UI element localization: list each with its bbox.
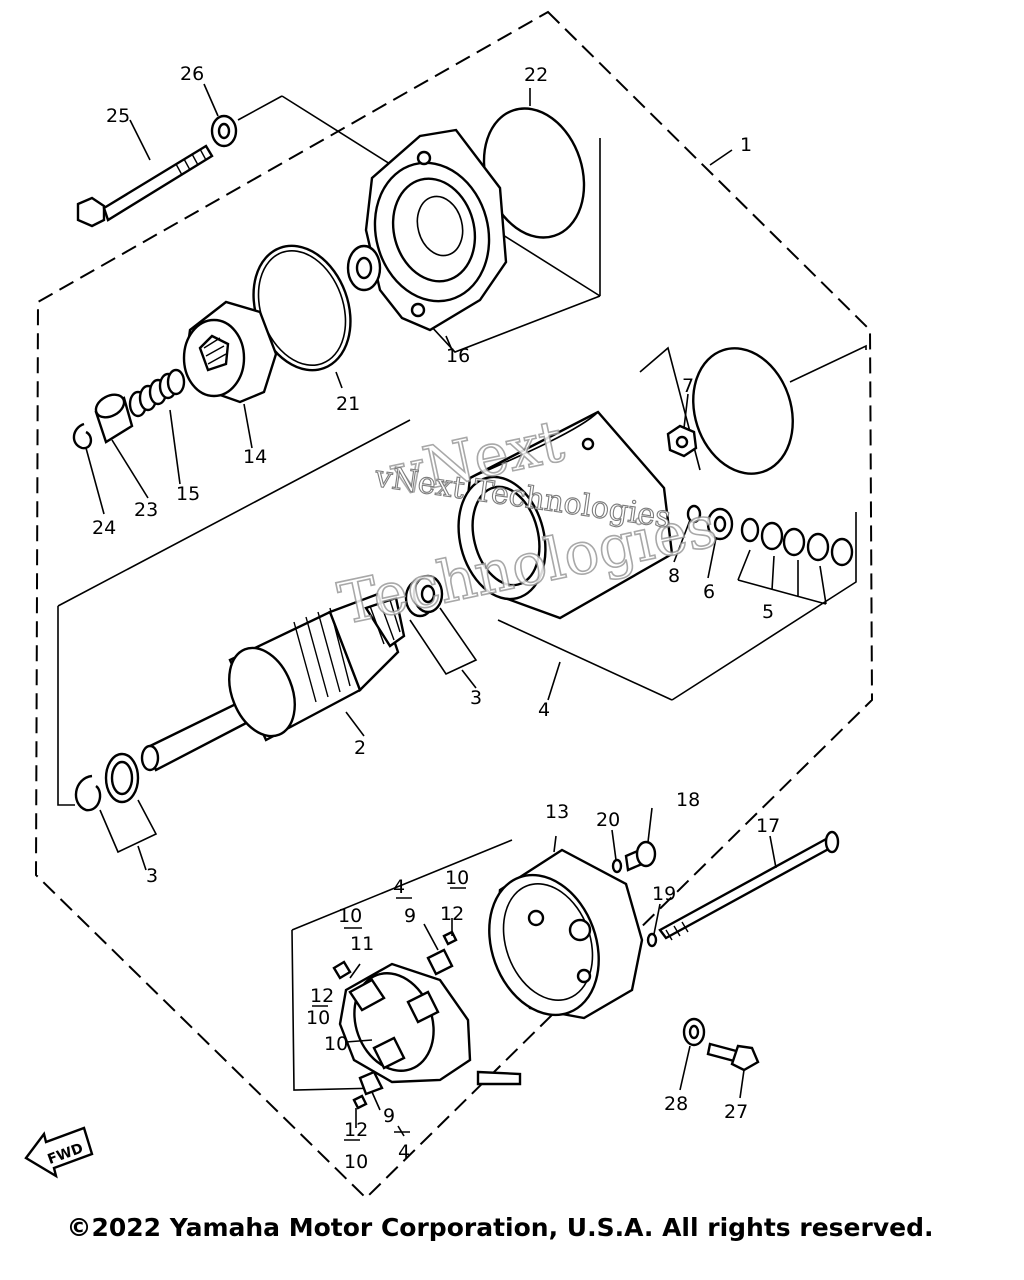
washer-set-5 (737, 517, 854, 605)
callout-11: 11 (350, 933, 374, 955)
yoke-4 (457, 410, 674, 620)
callout-8: 8 (668, 565, 680, 587)
copyright-notice: ©2022 Yamaha Motor Corporation, U.S.A. A… (66, 1213, 934, 1242)
callout-15: 15 (176, 483, 200, 505)
callout-5: 5 (762, 601, 774, 623)
callout-26: 26 (180, 63, 204, 85)
washer-19 (646, 932, 658, 948)
through-bolt-17 (658, 830, 840, 941)
callout-24: 24 (92, 517, 116, 539)
callout-10-a: 10 (445, 867, 469, 889)
callout-6: 6 (703, 581, 715, 603)
forward-arrow-icon: FWD (24, 1126, 94, 1179)
callout-12-c: 12 (344, 1119, 368, 1141)
callout-25: 25 (106, 105, 130, 127)
callout-9-lower: 9 (383, 1105, 395, 1127)
front-cover-16 (364, 128, 508, 332)
leader-lines (85, 83, 777, 1137)
seal-ring (346, 244, 382, 292)
callout-14: 14 (243, 446, 267, 468)
callout-10-c: 10 (306, 1007, 330, 1029)
callout-22: 22 (524, 64, 548, 86)
callout-3-upper: 3 (470, 687, 482, 709)
brush-group-box (291, 839, 513, 1091)
callout-23: 23 (134, 499, 158, 521)
bolt-25 (76, 144, 214, 228)
callout-4: 4 (538, 699, 550, 721)
callout-4-upper: 4 (393, 876, 405, 898)
callout-brackets (312, 887, 466, 1141)
washer-6 (706, 507, 734, 541)
shim-3-lower (74, 752, 158, 854)
washer-26 (210, 114, 238, 148)
bearing-3-upper (404, 574, 478, 676)
spring-15 (128, 368, 186, 418)
collar-23 (94, 393, 134, 444)
callout-10-e: 10 (344, 1151, 368, 1173)
washer-28 (682, 1017, 706, 1047)
bolt-27 (706, 1042, 760, 1072)
callout-12-a: 12 (440, 903, 464, 925)
screw-18 (624, 840, 657, 872)
nut-7 (666, 424, 698, 458)
yoke-group-box (497, 344, 867, 701)
washer-20 (611, 858, 623, 874)
callout-28: 28 (664, 1093, 688, 1115)
callout-7: 7 (682, 375, 694, 397)
callout-10-d: 10 (324, 1033, 348, 1055)
callout-17: 17 (756, 815, 780, 837)
callout-21: 21 (336, 393, 360, 415)
callout-16: 16 (446, 345, 470, 367)
washer-8 (686, 504, 702, 524)
callout-3-lower: 3 (146, 865, 158, 887)
gasket-rear (692, 347, 794, 475)
callout-12-b: 12 (310, 985, 334, 1007)
callout-20: 20 (596, 809, 620, 831)
rear-cover-13 (488, 848, 644, 1020)
callout-1: 1 (740, 134, 752, 156)
brush-holder-plate (332, 930, 522, 1110)
callout-4-lower: 4 (398, 1141, 410, 1163)
callout-9-upper: 9 (404, 905, 416, 927)
armature-group-box (57, 419, 411, 806)
callout-10-b: 10 (338, 905, 362, 927)
callout-19: 19 (652, 883, 676, 905)
callout-labels: 1 2 3 3 4 4 4 5 6 7 8 9 9 10 10 10 10 10… (92, 63, 780, 1173)
callout-18: 18 (676, 789, 700, 811)
callout-27: 27 (724, 1101, 748, 1123)
clutch-housing-14 (182, 300, 278, 404)
callout-13: 13 (545, 801, 569, 823)
circlip-24 (72, 422, 93, 450)
armature-2 (140, 592, 406, 772)
callout-2: 2 (354, 737, 366, 759)
